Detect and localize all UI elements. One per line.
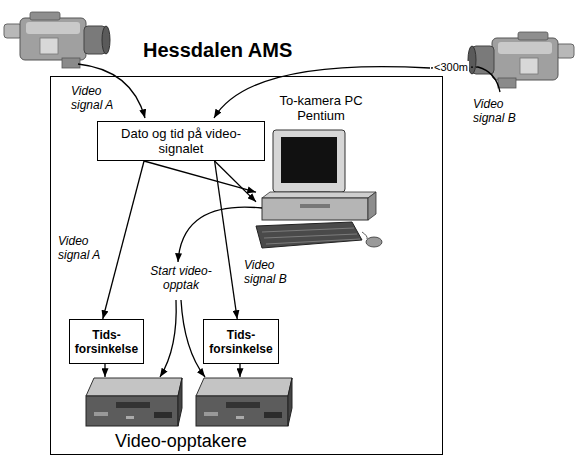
- distance-note: <300m: [433, 61, 469, 73]
- start-wire: [178, 207, 262, 262]
- node-label: Tids- forsinkelse: [74, 328, 139, 356]
- computer: [256, 130, 382, 248]
- connector: [215, 161, 256, 202]
- keyboard-keys: [262, 228, 360, 244]
- delay-box: Tids- forsinkelse: [203, 319, 279, 364]
- mouse: [366, 237, 382, 247]
- signal-wire: [239, 364, 240, 377]
- connector: [215, 161, 238, 319]
- keyboard: [256, 222, 362, 248]
- signal-wire: [478, 67, 500, 92]
- signal-name: Video signal A: [58, 234, 112, 262]
- case-side: [368, 192, 376, 220]
- camera-a: [4, 12, 110, 68]
- node-label: Tids- forsinkelse: [208, 328, 274, 356]
- case-top: [262, 192, 376, 198]
- signal-name: Video signal B: [472, 97, 530, 125]
- start-wire: [181, 300, 205, 377]
- signal-name: Video signal B: [244, 258, 294, 286]
- connector: [144, 161, 256, 192]
- video-recorder: [86, 378, 182, 426]
- computer-node: To-kamera PC Pentium: [256, 93, 386, 253]
- delay-box: Tids- forsinkelse: [69, 319, 144, 364]
- signal-wire: [104, 364, 105, 377]
- camera-b: [468, 32, 574, 88]
- start-wire: [160, 300, 176, 377]
- monitor: [273, 130, 345, 192]
- video-recorder: [196, 378, 292, 426]
- case: [262, 198, 368, 220]
- mouse-cable: [362, 232, 367, 239]
- frame-heading: Hessdalen AMS: [143, 39, 292, 62]
- node-label: To-kamera PC Pentium: [266, 93, 376, 123]
- control-signal: Start video-opptak: [146, 264, 216, 292]
- drive: [300, 204, 330, 208]
- node-label: Dato og tid på video-signalet: [102, 126, 260, 156]
- group-caption: Video-opptakere: [114, 431, 248, 452]
- signal-name: Video signal A: [70, 84, 124, 112]
- timestamp-box: Dato og tid på video-signalet: [97, 121, 265, 161]
- screen: [281, 137, 337, 183]
